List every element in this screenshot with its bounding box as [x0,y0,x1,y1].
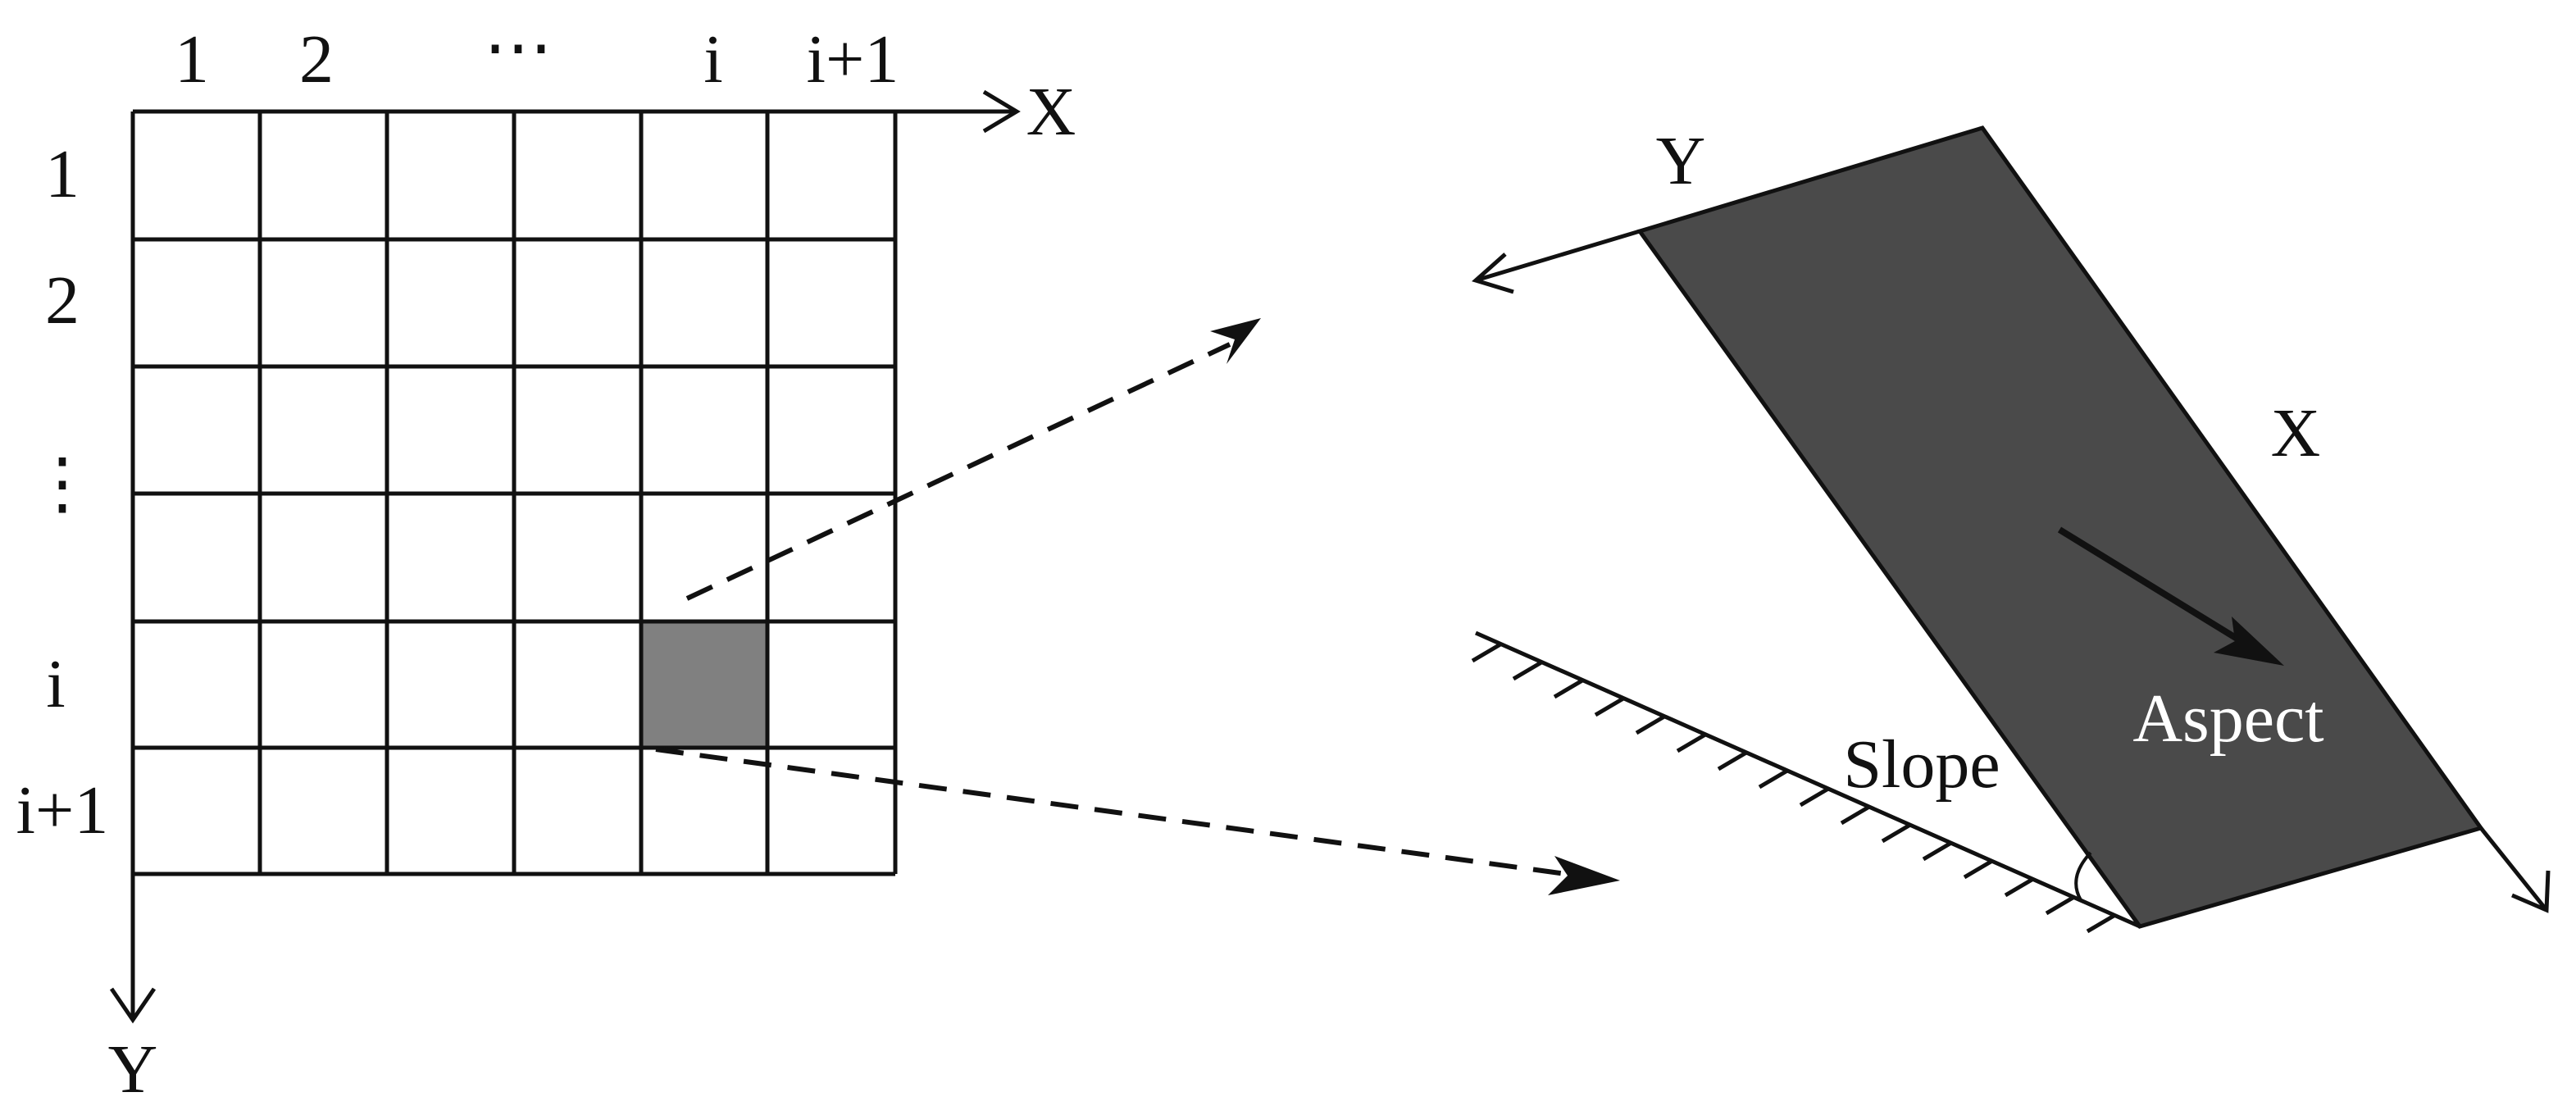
grid-y-axis-label: Y [108,1031,158,1108]
grid-x-axis [895,89,1021,134]
aspect-label: Aspect [2132,680,2323,757]
projection-arrows [655,318,1620,895]
column-label-i: i [703,21,722,98]
inclined-surface-diagram: Y X Slope Aspect [1471,123,2551,934]
slope-angle-arc [2074,851,2092,901]
column-label-1: 1 [175,21,209,98]
surface-y-axis [1475,229,1641,283]
grid-horizontal-lines [133,109,895,876]
y-axis-arrowhead [109,987,157,1024]
surface-x-axis [2479,826,2548,912]
row-label-1: 1 [45,136,80,212]
row-label-ellipsis: ⋮ [28,446,97,522]
column-label-ellipsis: ⋯ [484,10,553,86]
raster-grid: 1 2 ⋯ i i+1 1 2 ⋮ i i+1 X Y [16,10,1076,1108]
grid-x-axis-label: X [1026,74,1076,150]
projection-arrowhead-upper [1210,318,1261,364]
highlighted-cell [641,621,767,748]
aspect-arrow [2057,526,2249,648]
inclined-plane [1636,125,2485,929]
column-label-2: 2 [299,21,334,98]
x-axis-arrowhead [982,89,1021,134]
surface-x-axis-label: X [2271,395,2321,471]
row-label-i-plus-1: i+1 [16,772,109,849]
surface-x-axis-arrowhead [2511,870,2551,913]
surface-y-axis-arrowhead [1472,253,1514,294]
ground-line [1474,630,2141,929]
aspect-arrowhead [2214,617,2284,666]
slope-label: Slope [1843,726,2000,803]
grid-y-axis [109,874,157,1024]
surface-y-axis-label: Y [1656,123,1706,199]
ground-hatching [1471,642,2117,934]
projection-arrowhead-lower [1548,856,1620,895]
projection-arrow-upper [685,342,1231,601]
column-label-i-plus-1: i+1 [807,21,899,98]
projection-arrow-lower [655,747,1567,876]
row-label-2: 2 [45,262,80,339]
row-label-i: i [46,646,65,722]
